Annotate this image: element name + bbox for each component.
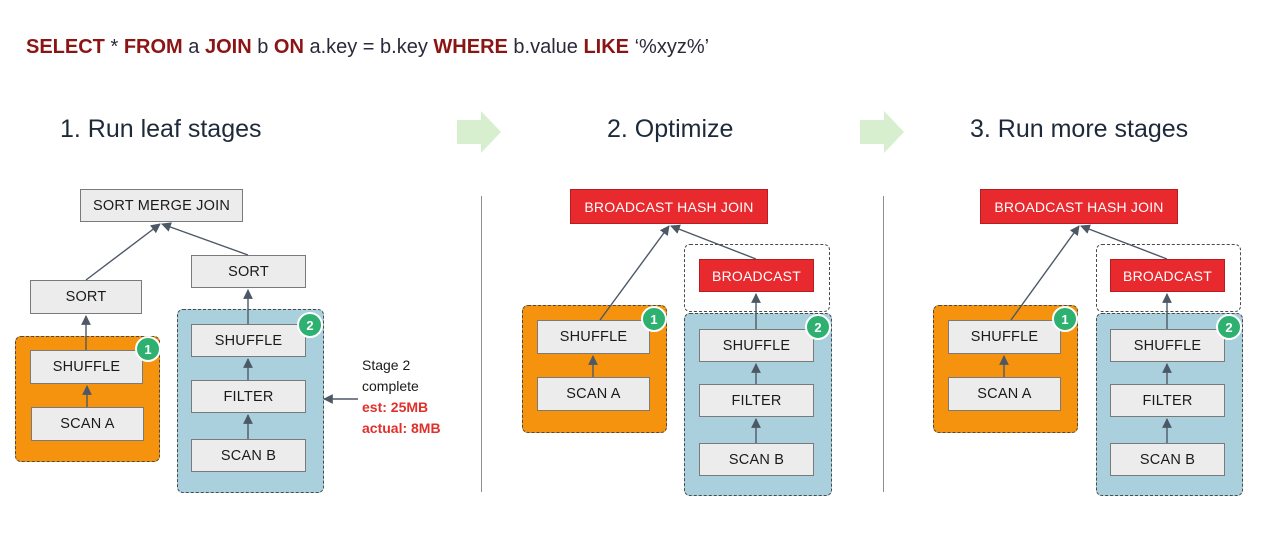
broadcast-hash-join-node: BROADCAST HASH JOIN: [570, 189, 768, 224]
sql-text: a.key = b.key: [303, 36, 434, 58]
sql-text: b.value: [507, 36, 584, 58]
stage-badge: 1: [135, 336, 161, 362]
shuffle-node: SHUFFLE: [30, 350, 143, 384]
broadcast-hash-join-node: BROADCAST HASH JOIN: [980, 189, 1178, 224]
step-3-title: 3. Run more stages: [970, 115, 1189, 143]
sql-keyword: SELECT: [26, 36, 105, 58]
sql-keyword: JOIN: [204, 36, 252, 58]
stage-badge: 2: [1216, 314, 1242, 340]
note-line: complete: [362, 378, 419, 394]
shuffle-node: SHUFFLE: [537, 320, 650, 354]
shuffle-node: SHUFFLE: [948, 320, 1061, 354]
filter-node: FILTER: [191, 380, 306, 413]
shuffle-node: SHUFFLE: [699, 329, 814, 362]
scan-b-node: SCAN B: [699, 443, 814, 476]
panel-divider: [481, 196, 482, 492]
stage-badge: 2: [805, 314, 831, 340]
stage-badge: 1: [1052, 306, 1078, 332]
sql-keyword: ON: [273, 36, 304, 58]
edge-arrow: [85, 223, 161, 281]
sort-node: SORT: [30, 280, 142, 314]
broadcast-node: BROADCAST: [1110, 259, 1225, 292]
sort-node: SORT: [191, 255, 306, 288]
stage-2-complete-note: Stage 2 complete est: 25MB actual: 8MB: [362, 355, 441, 439]
shuffle-node: SHUFFLE: [191, 324, 306, 357]
sql-keyword: WHERE: [433, 36, 508, 58]
panel-divider: [883, 196, 884, 492]
edge-arrow: [1080, 224, 1168, 260]
edge-arrow: [670, 224, 757, 260]
filter-node: FILTER: [1110, 384, 1225, 417]
scan-b-node: SCAN B: [1110, 443, 1225, 476]
sql-text: a: [182, 36, 205, 58]
scan-a-node: SCAN A: [537, 377, 650, 411]
step-2-title: 2. Optimize: [607, 115, 734, 143]
note-line: Stage 2: [362, 357, 411, 373]
shuffle-node: SHUFFLE: [1110, 329, 1225, 362]
next-step-arrow-icon: [457, 111, 501, 153]
step-1-title: 1. Run leaf stages: [60, 115, 262, 143]
sql-text: b: [251, 36, 274, 58]
sort-merge-join-node: SORT MERGE JOIN: [80, 189, 243, 222]
stage-badge: 1: [641, 306, 667, 332]
broadcast-group: [684, 244, 830, 312]
sql-keyword: FROM: [123, 36, 183, 58]
scan-b-node: SCAN B: [191, 439, 306, 472]
edge-arrow: [599, 225, 670, 321]
edge-arrow: [161, 222, 249, 256]
edge-arrow: [1010, 225, 1080, 321]
note-actual: actual: 8MB: [362, 420, 441, 436]
scan-a-node: SCAN A: [31, 407, 144, 441]
sql-query: SELECT * FROM a JOIN b ON a.key = b.key …: [26, 36, 709, 59]
sql-keyword: LIKE: [583, 36, 630, 58]
next-step-arrow-icon: [860, 111, 904, 153]
note-estimate: est: 25MB: [362, 399, 429, 415]
sql-text: *: [104, 36, 124, 58]
stage-badge: 2: [297, 312, 323, 338]
sql-text: ‘%xyz%’: [629, 36, 710, 58]
filter-node: FILTER: [699, 384, 814, 417]
broadcast-node: BROADCAST: [699, 259, 814, 292]
broadcast-group: [1096, 244, 1241, 312]
scan-a-node: SCAN A: [948, 377, 1061, 411]
